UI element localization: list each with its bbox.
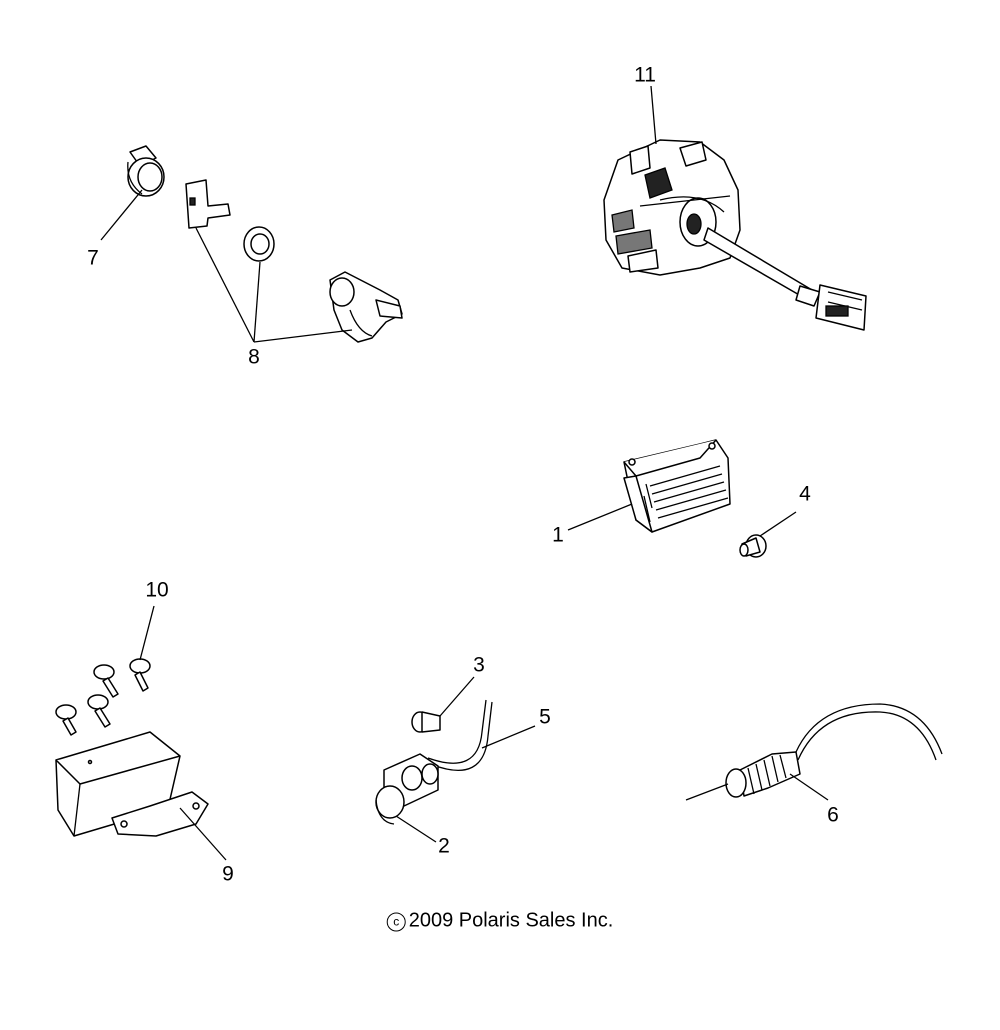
part-11-handlebar-switch bbox=[603, 139, 867, 331]
leader-1 bbox=[567, 503, 633, 531]
callout-3: 3 bbox=[473, 653, 485, 677]
leader-lines bbox=[100, 85, 829, 861]
part-10-bolts bbox=[55, 658, 151, 736]
leader-9 bbox=[179, 807, 227, 861]
part-4-screw bbox=[739, 534, 767, 558]
copyright-text: 2009 Polaris Sales Inc. bbox=[408, 909, 614, 932]
callout-1: 1 bbox=[552, 523, 564, 547]
bolt-a bbox=[93, 664, 119, 698]
leader-3 bbox=[439, 676, 475, 717]
callout-8: 8 bbox=[248, 345, 260, 369]
copyright-icon: c bbox=[386, 912, 406, 932]
leader-7 bbox=[100, 189, 143, 241]
part-3-bolt bbox=[411, 711, 441, 733]
bolt-b bbox=[129, 658, 151, 692]
leader-6-tip bbox=[685, 783, 729, 801]
leader-11 bbox=[650, 85, 657, 145]
leader-2 bbox=[395, 815, 437, 843]
callout-6: 6 bbox=[827, 803, 839, 827]
part-7-cap bbox=[127, 145, 165, 197]
part-8-switch bbox=[329, 271, 403, 343]
leader-5 bbox=[481, 725, 536, 749]
leader-8a bbox=[195, 227, 255, 343]
callout-2: 2 bbox=[438, 834, 450, 858]
leader-6 bbox=[789, 773, 829, 801]
callout-7: 7 bbox=[87, 246, 99, 270]
leader-8b bbox=[253, 261, 261, 343]
callout-11: 11 bbox=[634, 63, 656, 87]
part-8-key bbox=[185, 179, 231, 229]
callout-5: 5 bbox=[539, 705, 551, 729]
bolt-d bbox=[87, 694, 111, 728]
callout-9: 9 bbox=[222, 862, 234, 886]
part-6-temp-sensor bbox=[725, 703, 943, 798]
part-2-plug bbox=[375, 785, 405, 825]
part-1-regulator bbox=[623, 439, 731, 533]
part-9-relay bbox=[55, 731, 209, 837]
callout-10: 10 bbox=[145, 578, 169, 602]
leader-8c bbox=[253, 329, 353, 343]
leader-10 bbox=[139, 605, 155, 661]
part-8-nut bbox=[243, 226, 275, 262]
leader-4 bbox=[759, 511, 797, 537]
callout-4: 4 bbox=[799, 482, 811, 506]
bolt-c bbox=[55, 704, 77, 736]
